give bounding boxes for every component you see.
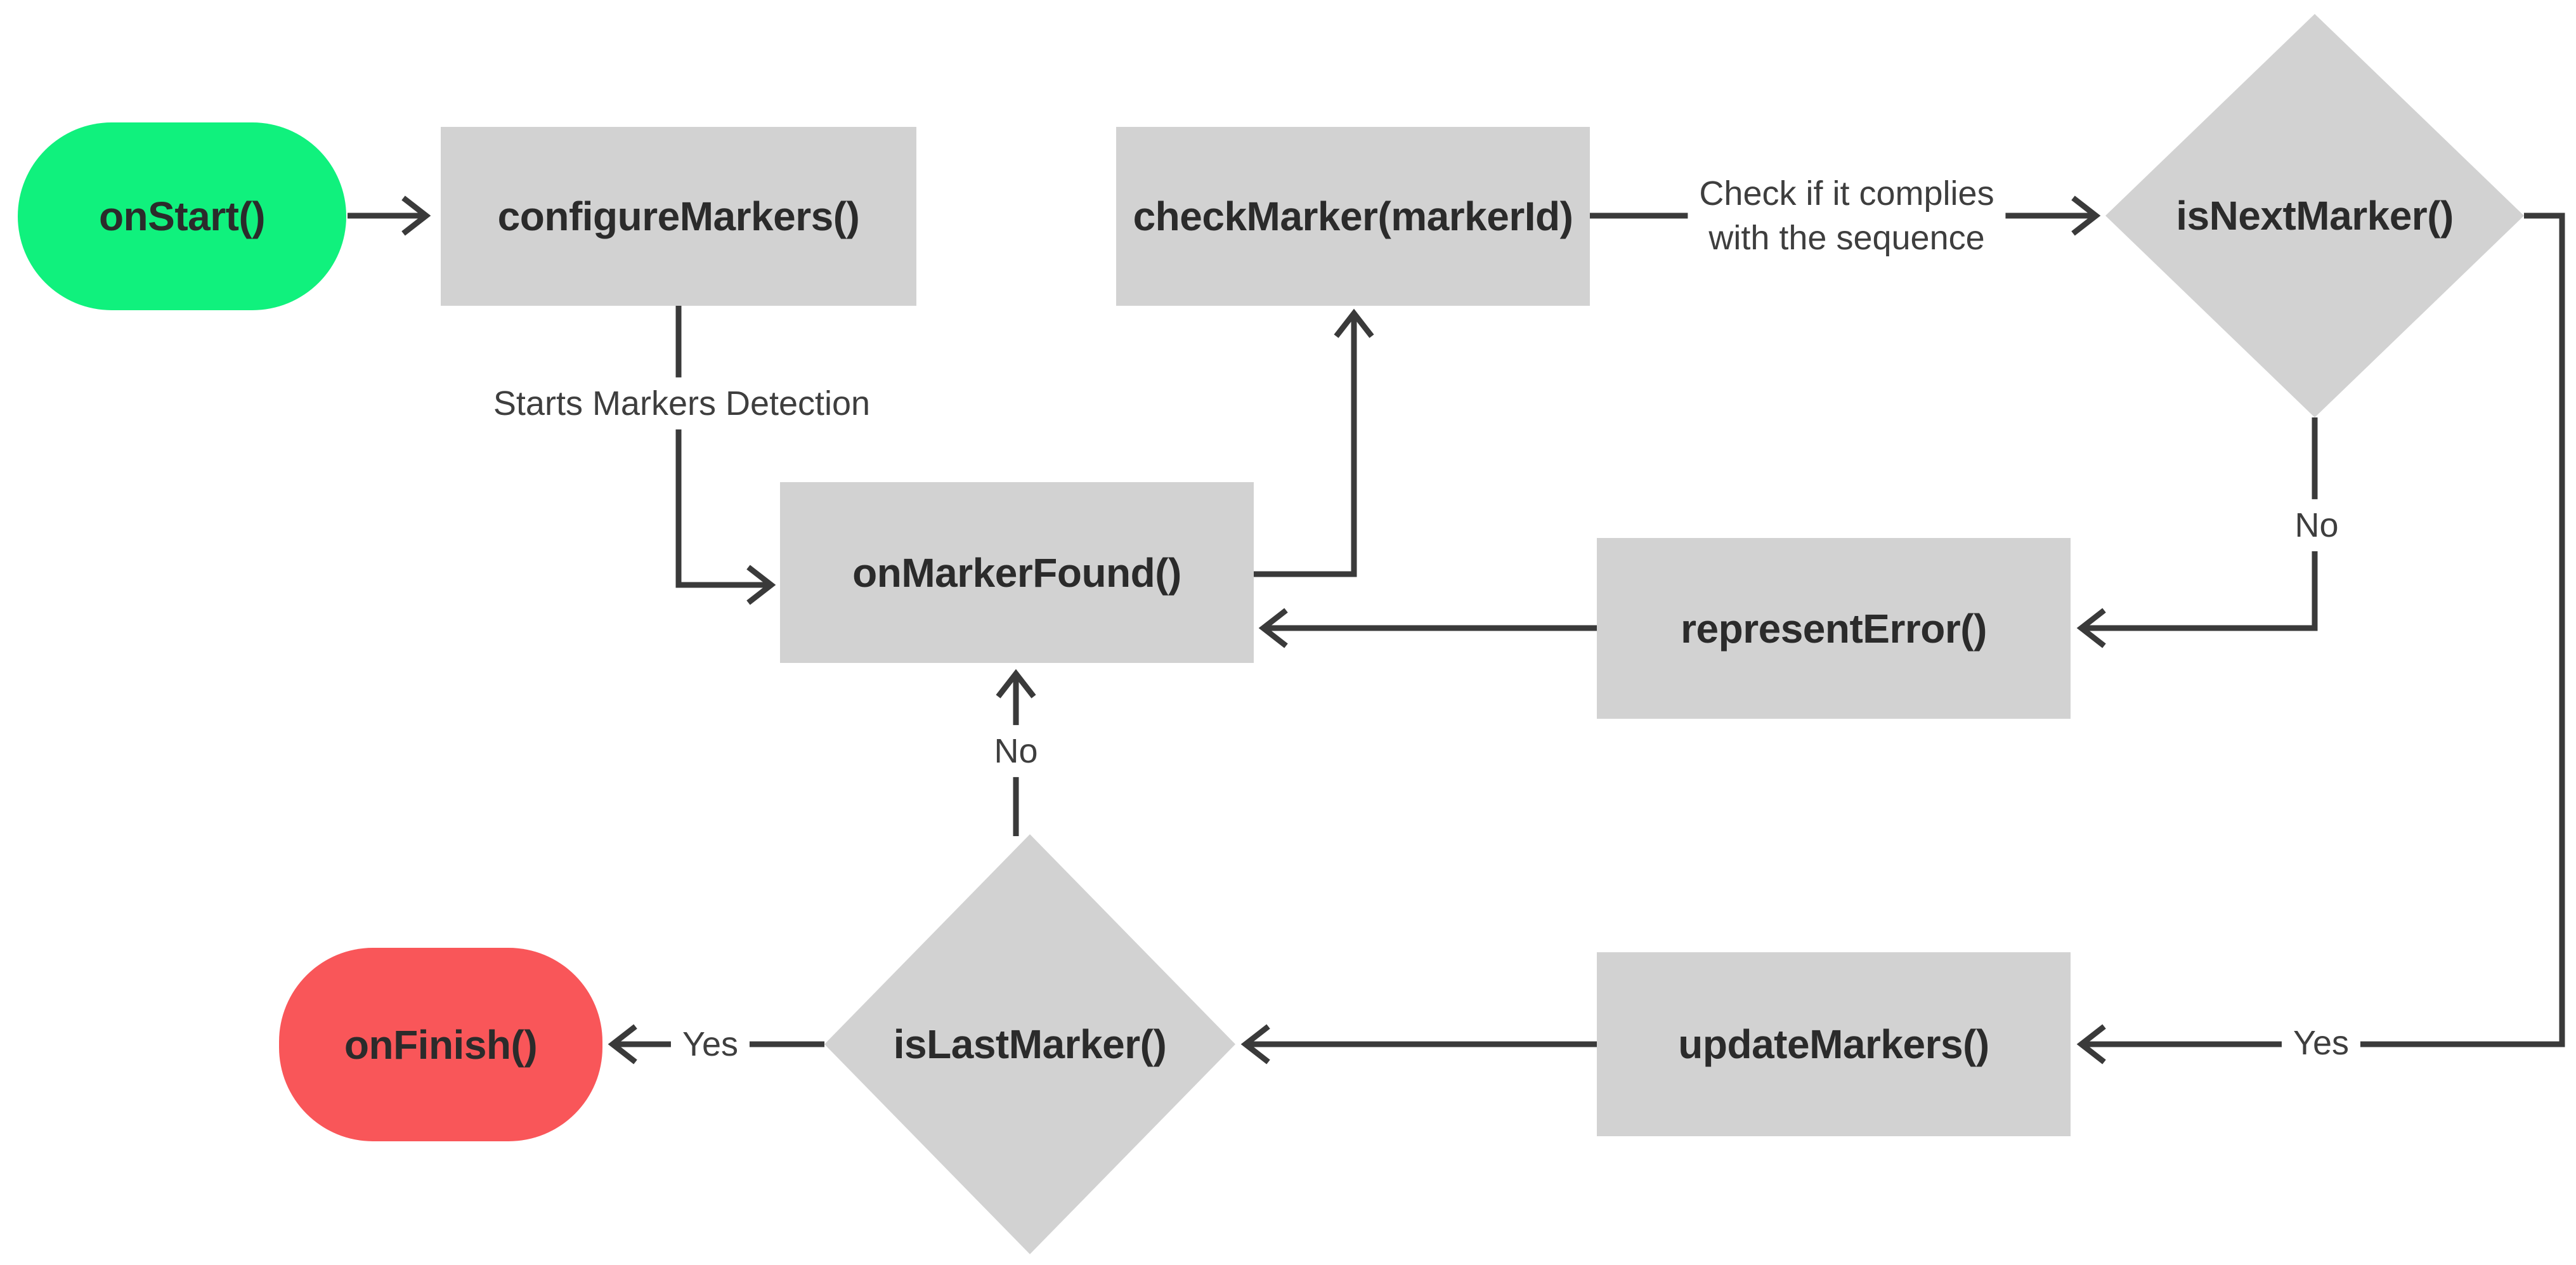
node-onmarkerfound: onMarkerFound(): [780, 482, 1254, 663]
decision-isnextmarker-label: isNextMarker(): [2176, 193, 2454, 239]
edge-label-no-last: No: [982, 724, 1050, 778]
edge-label-no-next: No: [2283, 499, 2350, 552]
node-onfinish: onFinish(): [279, 948, 602, 1141]
decision-islastmarker-label: isLastMarker(): [893, 1021, 1167, 1067]
edge-onmarkerfound-to-checkmarker: [1254, 308, 1374, 577]
node-onmarkerfound-label: onMarkerFound(): [852, 549, 1181, 596]
node-configuremarkers: configureMarkers(): [441, 127, 916, 306]
edge-label-check-complies-line1: Check if it complies: [1699, 174, 1994, 213]
node-representerror: representError(): [1597, 538, 2071, 719]
edge-label-starts-markers-detection: Starts Markers Detection: [481, 377, 882, 430]
node-updatemarkers-label: updateMarkers(): [1678, 1021, 1989, 1067]
node-onstart: onStart(): [18, 122, 346, 310]
edge-label-yes-update: Yes: [2281, 1016, 2361, 1070]
node-checkmarker: checkMarker(markerId): [1116, 127, 1590, 306]
node-updatemarkers: updateMarkers(): [1597, 952, 2071, 1136]
edge-configuremarkers-to-onmarkerfound: [675, 306, 776, 605]
node-configuremarkers-label: configureMarkers(): [497, 193, 860, 239]
node-onstart-label: onStart(): [98, 193, 266, 239]
node-checkmarker-label: checkMarker(markerId): [1133, 193, 1573, 239]
node-representerror-label: representError(): [1681, 605, 1987, 652]
edge-label-check-complies: Check if it complies with the sequence: [1688, 167, 2006, 265]
edge-label-check-complies-line2: with the sequence: [1708, 219, 1985, 257]
edge-isnextmarker-to-representerror: [2076, 417, 2318, 648]
node-onfinish-label: onFinish(): [344, 1021, 538, 1068]
edge-label-yes-finish: Yes: [670, 1018, 750, 1071]
